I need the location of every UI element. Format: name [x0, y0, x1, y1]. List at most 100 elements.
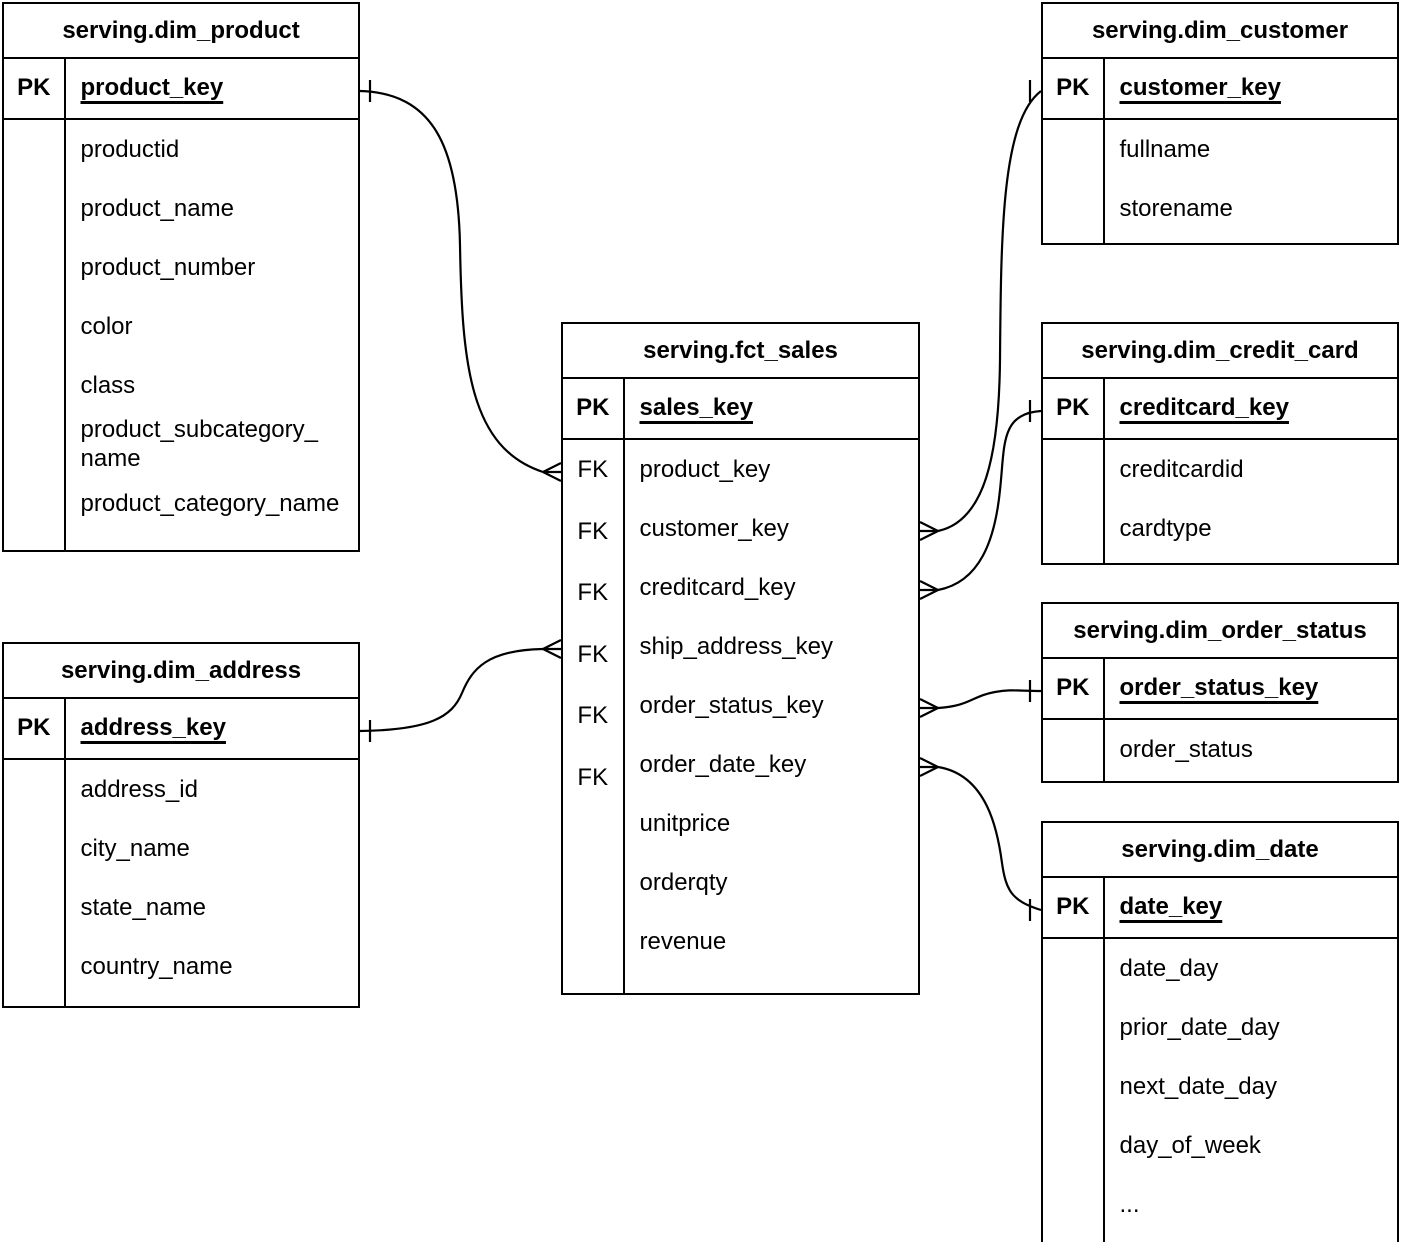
pk-field: order_status_key — [1119, 674, 1319, 702]
field-name: unitprice — [639, 809, 731, 837]
field-name: city_name — [80, 834, 190, 862]
empty-badge — [1043, 1000, 1105, 1062]
field-name: order_date_key — [639, 750, 807, 778]
pk-row: PK creditcard_key — [1043, 379, 1397, 440]
field-column: creditcardid cardtype — [1105, 440, 1398, 563]
relationship-fct_sales-dim_customer — [919, 80, 1042, 541]
fk-badge: FK — [563, 501, 625, 563]
relationship-line — [937, 90, 1042, 533]
fk-badge: FK — [563, 747, 625, 809]
field-name: cardtype — [1119, 514, 1212, 542]
pk-badge: PK — [4, 59, 66, 118]
badge-column — [1043, 938, 1105, 1242]
empty-badge — [563, 931, 625, 993]
field-name: state_name — [80, 893, 206, 921]
crow-foot-many-icon — [919, 521, 939, 541]
empty-badge — [4, 181, 66, 243]
field-name: ship_address_key — [639, 632, 833, 660]
crow-foot-many-icon — [919, 698, 939, 718]
pk-badge: PK — [1043, 878, 1105, 937]
relationship-line — [937, 409, 1042, 592]
empty-badge — [4, 882, 66, 944]
empty-badge — [563, 870, 625, 932]
field-name: product_name — [80, 194, 234, 222]
table-body: order_status — [1043, 719, 1398, 782]
relationship-line — [359, 89, 544, 474]
field-name: color — [80, 312, 133, 340]
empty-badge — [4, 242, 66, 304]
empty-badge — [4, 427, 66, 489]
relationship-dim_address-fct_sales — [359, 639, 562, 742]
field-name: order_status_key — [639, 691, 824, 719]
badge-column — [4, 759, 66, 1006]
field-column: order_status — [1105, 720, 1398, 782]
table-title: serving.dim_order_status — [1043, 604, 1397, 659]
field-name: order_status — [1119, 735, 1253, 763]
relationship-dim_product-fct_sales — [359, 80, 562, 482]
relationship-line — [937, 765, 1042, 912]
field-name: product_key — [639, 455, 771, 483]
empty-badge — [4, 119, 66, 181]
field-name: product_number — [80, 253, 256, 281]
badge-column — [1043, 119, 1105, 243]
empty-badge — [1043, 501, 1105, 563]
crow-foot-many-icon — [919, 580, 939, 600]
relationship-fct_sales-dim_date — [919, 757, 1042, 921]
pk-field: creditcard_key — [1119, 394, 1289, 422]
field-name: creditcard_key — [639, 573, 796, 601]
pk-field: address_key — [80, 714, 226, 742]
pk-badge: PK — [1043, 659, 1105, 718]
empty-badge — [1043, 439, 1105, 501]
crow-foot-many-icon — [542, 639, 562, 659]
relationship-fct_sales-dim_order_status — [919, 680, 1042, 718]
pk-badge: PK — [563, 379, 625, 438]
pk-row: PK date_key — [1043, 878, 1397, 939]
empty-badge — [1043, 1184, 1105, 1242]
fk-badge: FK — [563, 439, 625, 501]
badge-column — [4, 119, 66, 550]
field-name: prior_date_day — [1119, 1013, 1280, 1041]
table-body: fullname storename — [1043, 119, 1397, 243]
pk-badge: PK — [4, 699, 66, 758]
empty-badge — [1043, 719, 1105, 781]
empty-badge — [4, 304, 66, 366]
pk-field: date_key — [1119, 893, 1223, 921]
pk-badge: PK — [1043, 59, 1105, 118]
field-name: orderqty — [639, 868, 728, 896]
pk-row: PK product_key — [4, 59, 358, 120]
empty-badge — [1043, 1061, 1105, 1123]
empty-badge — [1043, 119, 1105, 181]
empty-badge — [1043, 181, 1105, 243]
pk-badge: PK — [1043, 379, 1105, 438]
empty-badge — [563, 808, 625, 870]
pk-field: product_key — [80, 74, 224, 102]
field-name: creditcardid — [1119, 455, 1244, 483]
table-title: serving.dim_customer — [1043, 4, 1397, 59]
empty-badge — [1043, 1123, 1105, 1185]
relationship-line — [937, 689, 1042, 710]
fk-badge: FK — [563, 624, 625, 686]
field-name: day_of_week — [1119, 1131, 1261, 1159]
field-name: revenue — [639, 927, 727, 955]
empty-badge — [4, 759, 66, 821]
field-name: productid — [80, 135, 180, 163]
field-name: fullname — [1119, 135, 1211, 163]
field-name: customer_key — [639, 514, 789, 542]
empty-badge — [1043, 938, 1105, 1000]
field-name: storename — [1119, 194, 1233, 222]
